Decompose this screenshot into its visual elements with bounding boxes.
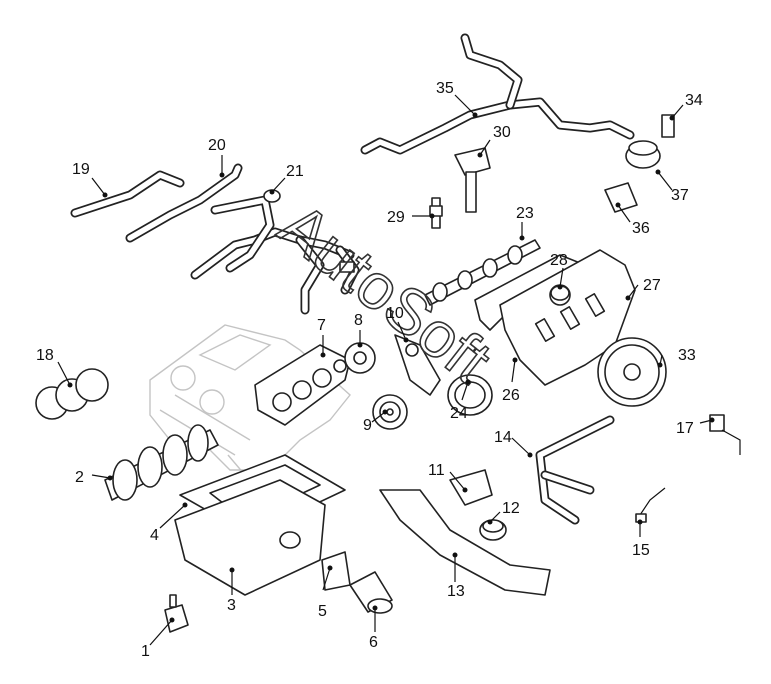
callout-35: 35 (436, 80, 454, 97)
callout-12: 12 (502, 500, 520, 517)
callout-37: 37 (671, 187, 689, 204)
callout-27: 27 (643, 277, 661, 294)
callout-20: 20 (208, 137, 226, 154)
callout-24: 24 (450, 405, 468, 422)
callout-34: 34 (685, 92, 703, 109)
oil-filter (349, 571, 393, 614)
callout-13: 13 (447, 583, 465, 600)
intake-manifold (190, 189, 360, 315)
sensor-15 (635, 487, 666, 523)
engine-mount (479, 519, 507, 541)
callout-2: 2 (75, 469, 84, 486)
bracket-36 (604, 182, 638, 213)
callout-14: 14 (494, 429, 512, 446)
spark-plug (429, 197, 443, 229)
ignition-coil (454, 147, 491, 213)
oil-pan (174, 454, 346, 596)
dipstick-tube (535, 415, 615, 525)
sensor-1 (164, 594, 189, 633)
callout-17: 17 (676, 420, 694, 437)
vacuum-pipe (360, 33, 635, 155)
sensor-17 (709, 414, 741, 455)
callout-15: 15 (632, 542, 650, 559)
timing-chain (447, 374, 493, 416)
callout-1: 1 (141, 643, 150, 660)
oil-filter-housing (321, 551, 351, 591)
callout-3: 3 (227, 597, 236, 614)
callout-7: 7 (317, 317, 326, 334)
crankshaft (104, 424, 219, 501)
callout-labels: 1 2 3 4 5 6 7 8 9 10 11 12 13 14 15 17 1… (36, 80, 703, 660)
callout-30: 30 (493, 124, 511, 141)
valve-34 (661, 114, 675, 138)
callout-leaders (57, 94, 713, 646)
callout-33: 33 (678, 347, 696, 364)
engine-mount-bracket (449, 469, 493, 506)
callout-dots (67, 112, 715, 623)
cylinder-head-cover (474, 249, 636, 386)
coolant-pipes (70, 163, 243, 243)
callout-26: 26 (502, 387, 520, 404)
flywheel (597, 337, 667, 407)
subframe (379, 489, 551, 596)
callout-8: 8 (354, 312, 363, 329)
callout-23: 21 (286, 163, 304, 180)
timing-chain-tensioner (394, 334, 441, 396)
callout-5: 5 (318, 603, 327, 620)
egr-valve (625, 140, 661, 169)
engine-mount-rubbers (35, 368, 109, 420)
callout-18: 18 (36, 347, 54, 364)
camshaft-sprocket-8 (344, 342, 376, 374)
camshaft-sprocket-9 (372, 394, 408, 430)
callout-4: 4 (150, 527, 159, 544)
callout-36: 36 (632, 220, 650, 237)
callout-10: 10 (386, 305, 404, 322)
callout-6: 6 (369, 634, 378, 651)
cylinder-head-gasket (254, 344, 351, 426)
callout-21: 23 (516, 205, 534, 222)
callout-11: 11 (428, 462, 445, 479)
camshaft (424, 239, 541, 306)
callout-28: 28 (550, 252, 568, 269)
callout-9: 9 (363, 417, 372, 434)
callout-19: 19 (72, 161, 90, 178)
callout-29: 29 (387, 209, 405, 226)
